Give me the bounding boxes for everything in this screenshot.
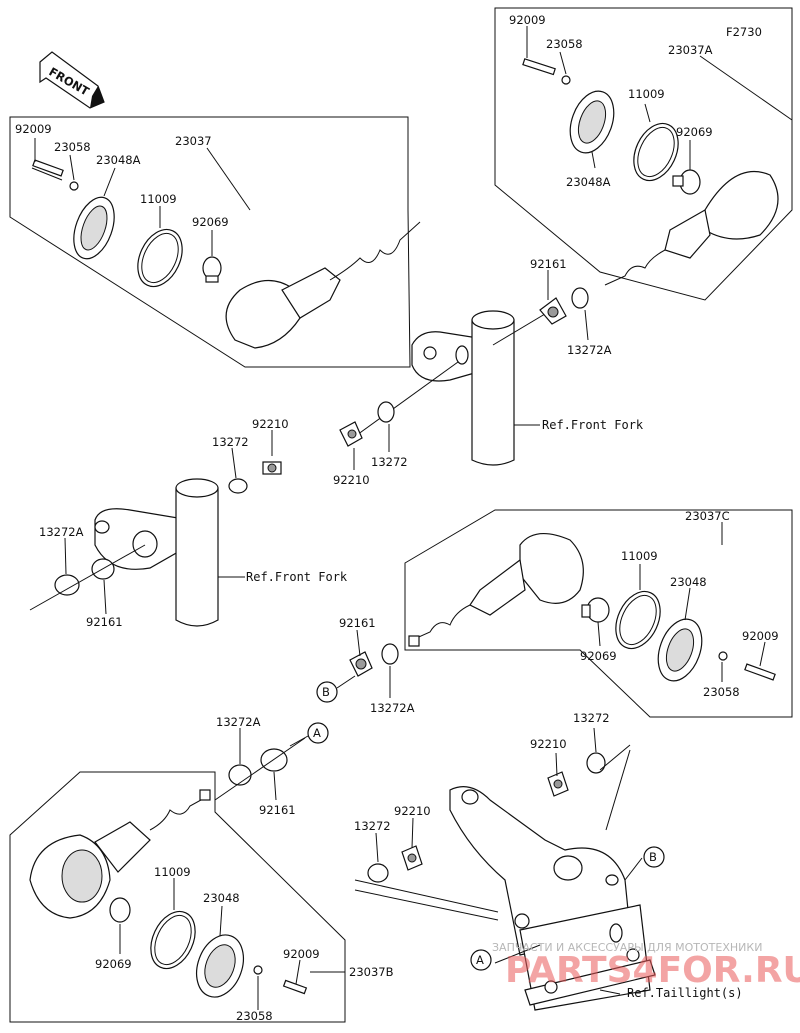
- label-23058-a: 23058: [54, 140, 91, 154]
- callout-a-rear: A: [470, 949, 492, 971]
- label-92069-a: 92069: [192, 215, 229, 229]
- callout-a-top: A: [289, 722, 329, 747]
- label-13272-d: 13272: [354, 819, 391, 833]
- label-23037a: 23037A: [668, 43, 713, 57]
- front-arrow-icon: FRONT: [39, 51, 105, 109]
- figure-code: F2730: [726, 25, 762, 39]
- label-11009-a: 11009: [140, 192, 177, 206]
- front-fork-bracket: [339, 287, 589, 466]
- label-23048-d: 23048: [203, 891, 240, 905]
- rear-bracket: [354, 744, 656, 1011]
- label-23037: 23037: [175, 134, 212, 148]
- part-labels: 92009 23058 23048A 23037 11009 92069 920…: [15, 13, 779, 1023]
- ref-taillight: Ref.Taillight(s): [627, 986, 743, 1000]
- label-13272-b: 13272: [371, 455, 408, 469]
- label-23058-d: 23058: [236, 1009, 273, 1023]
- callout-a-label: A: [313, 726, 321, 740]
- label-92161-b: 92161: [86, 615, 123, 629]
- label-11009-b: 11009: [628, 87, 665, 101]
- label-13272a-b: 13272A: [39, 525, 84, 539]
- lamp-assembly-23037: [31, 159, 421, 349]
- group-outline-23037: [9, 116, 411, 368]
- label-23058-c: 23058: [703, 685, 740, 699]
- watermark-line2: PARTS4FOR.RU: [505, 950, 800, 991]
- label-92009-b: 92009: [509, 13, 546, 27]
- left-fork-bracket: [29, 461, 282, 627]
- ref-front-fork-left: Ref.Front Fork: [246, 570, 348, 584]
- label-23037b: 23037B: [349, 965, 394, 979]
- group-outline-23037b: [9, 771, 346, 1023]
- label-92210-b: 92210: [333, 473, 370, 487]
- label-92009-a: 92009: [15, 122, 52, 136]
- label-13272-a: 13272: [212, 435, 249, 449]
- callout-b-rear-label: B: [649, 850, 657, 864]
- leader-lines: [34, 26, 793, 1010]
- label-92210-c: 92210: [530, 737, 567, 751]
- label-23048a-a: 23048A: [96, 153, 141, 167]
- label-92161-d: 92161: [259, 803, 296, 817]
- label-13272a-c: 13272A: [370, 701, 415, 715]
- label-13272a-a: 13272A: [567, 343, 612, 357]
- label-23048-c: 23048: [670, 575, 707, 589]
- label-92069-c: 92069: [580, 649, 617, 663]
- label-23048a-b: 23048A: [566, 175, 611, 189]
- callout-b-mid: B: [316, 675, 356, 703]
- label-92009-c: 92009: [742, 629, 779, 643]
- callout-b-label: B: [322, 685, 330, 699]
- callout-b-rear: B: [643, 846, 665, 868]
- label-23037c: 23037C: [685, 509, 730, 523]
- label-11009-d: 11009: [154, 865, 191, 879]
- label-11009-c: 11009: [621, 549, 658, 563]
- label-92009-d: 92009: [283, 947, 320, 961]
- label-92069-b: 92069: [676, 125, 713, 139]
- label-13272a-d: 13272A: [216, 715, 261, 729]
- label-92210-d: 92210: [394, 804, 431, 818]
- label-23058-b: 23058: [546, 37, 583, 51]
- lamp-assembly-23037a: [522, 58, 779, 286]
- group-outline-23037a: [494, 7, 793, 301]
- lamp-assembly-23037b: [29, 737, 308, 998]
- label-92161-a: 92161: [530, 257, 567, 271]
- label-92069-d: 92069: [95, 957, 132, 971]
- ref-front-fork-center: Ref.Front Fork: [542, 418, 644, 432]
- label-92210-a: 92210: [252, 417, 289, 431]
- lamp-assembly-23037c: [349, 533, 776, 682]
- callout-a-rear-label: A: [476, 953, 484, 967]
- label-92161-c: 92161: [339, 616, 376, 630]
- group-outline-23037c: [404, 509, 793, 718]
- watermark-line1: ЗАПЧАСТИ И АКСЕССУАРЫ ДЛЯ МОТОТЕХНИКИ: [492, 941, 762, 954]
- label-13272-c: 13272: [573, 711, 610, 725]
